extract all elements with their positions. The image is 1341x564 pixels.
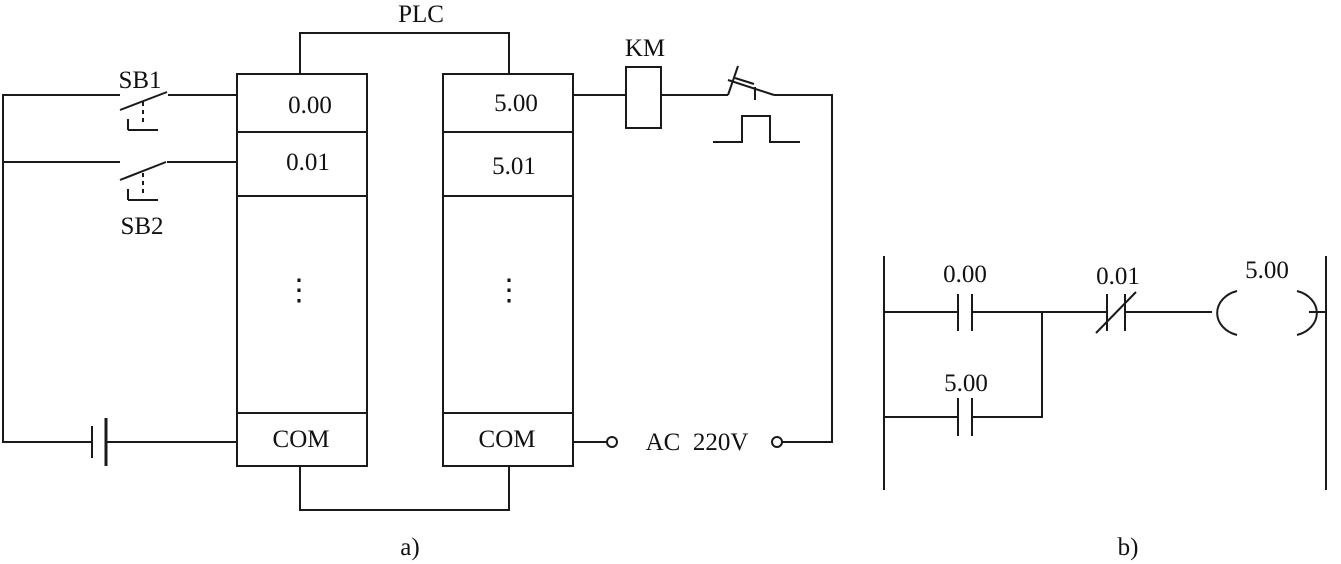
branch-wiring bbox=[884, 312, 1043, 418]
sb1-label: SB1 bbox=[118, 67, 161, 94]
input-com-label: COM bbox=[273, 426, 330, 453]
battery-icon bbox=[91, 418, 108, 466]
plc-top-bracket bbox=[299, 32, 510, 74]
output-com-label: COM bbox=[479, 426, 536, 453]
output-wiring bbox=[573, 94, 833, 443]
plc-label: PLC bbox=[398, 1, 444, 28]
output-ellipsis: ⋮ bbox=[494, 274, 524, 307]
no-contact-0-00-icon bbox=[957, 294, 973, 331]
coil-5-00-icon bbox=[1216, 290, 1318, 336]
sb1-pushbutton-icon bbox=[119, 91, 168, 131]
km-label: KM bbox=[625, 35, 665, 62]
output-terminal-5-01: 5.01 bbox=[492, 153, 536, 180]
input-module bbox=[236, 73, 368, 467]
input-terminal-0-01: 0.01 bbox=[286, 149, 330, 176]
sb2-pushbutton-icon bbox=[119, 161, 167, 201]
input-ellipsis: ⋮ bbox=[284, 274, 314, 307]
panel-b: 0.00 0.01 5.00 5.00 b) bbox=[883, 256, 1327, 561]
supply-terminal-right-icon bbox=[771, 436, 783, 448]
sb2-label: SB2 bbox=[120, 213, 163, 240]
contact-5-00-label: 5.00 bbox=[944, 370, 988, 397]
contact-0-00-label: 0.00 bbox=[943, 261, 987, 288]
km-coil-icon bbox=[625, 66, 662, 129]
output-module bbox=[442, 73, 574, 467]
thermal-relay-contact-icon bbox=[713, 65, 800, 143]
panel-a: PLC 0.00 0.01 ⋮ COM 5.00 5.01 ⋮ COM bbox=[2, 1, 833, 561]
caption-a: a) bbox=[400, 534, 419, 561]
coil-5-00-label: 5.00 bbox=[1245, 257, 1289, 284]
no-contact-5-00-icon bbox=[957, 398, 973, 436]
input-wiring bbox=[2, 94, 237, 443]
caption-b: b) bbox=[1118, 534, 1139, 561]
plc-bottom-bracket bbox=[299, 466, 510, 511]
contact-0-01-label: 0.01 bbox=[1096, 263, 1140, 290]
nc-contact-0-01-icon bbox=[1095, 291, 1137, 334]
output-terminal-5-00: 5.00 bbox=[494, 90, 538, 117]
supply-terminal-left-icon bbox=[606, 436, 618, 448]
input-terminal-0-00: 0.00 bbox=[288, 92, 332, 119]
supply-label: AC 220V bbox=[646, 429, 749, 456]
